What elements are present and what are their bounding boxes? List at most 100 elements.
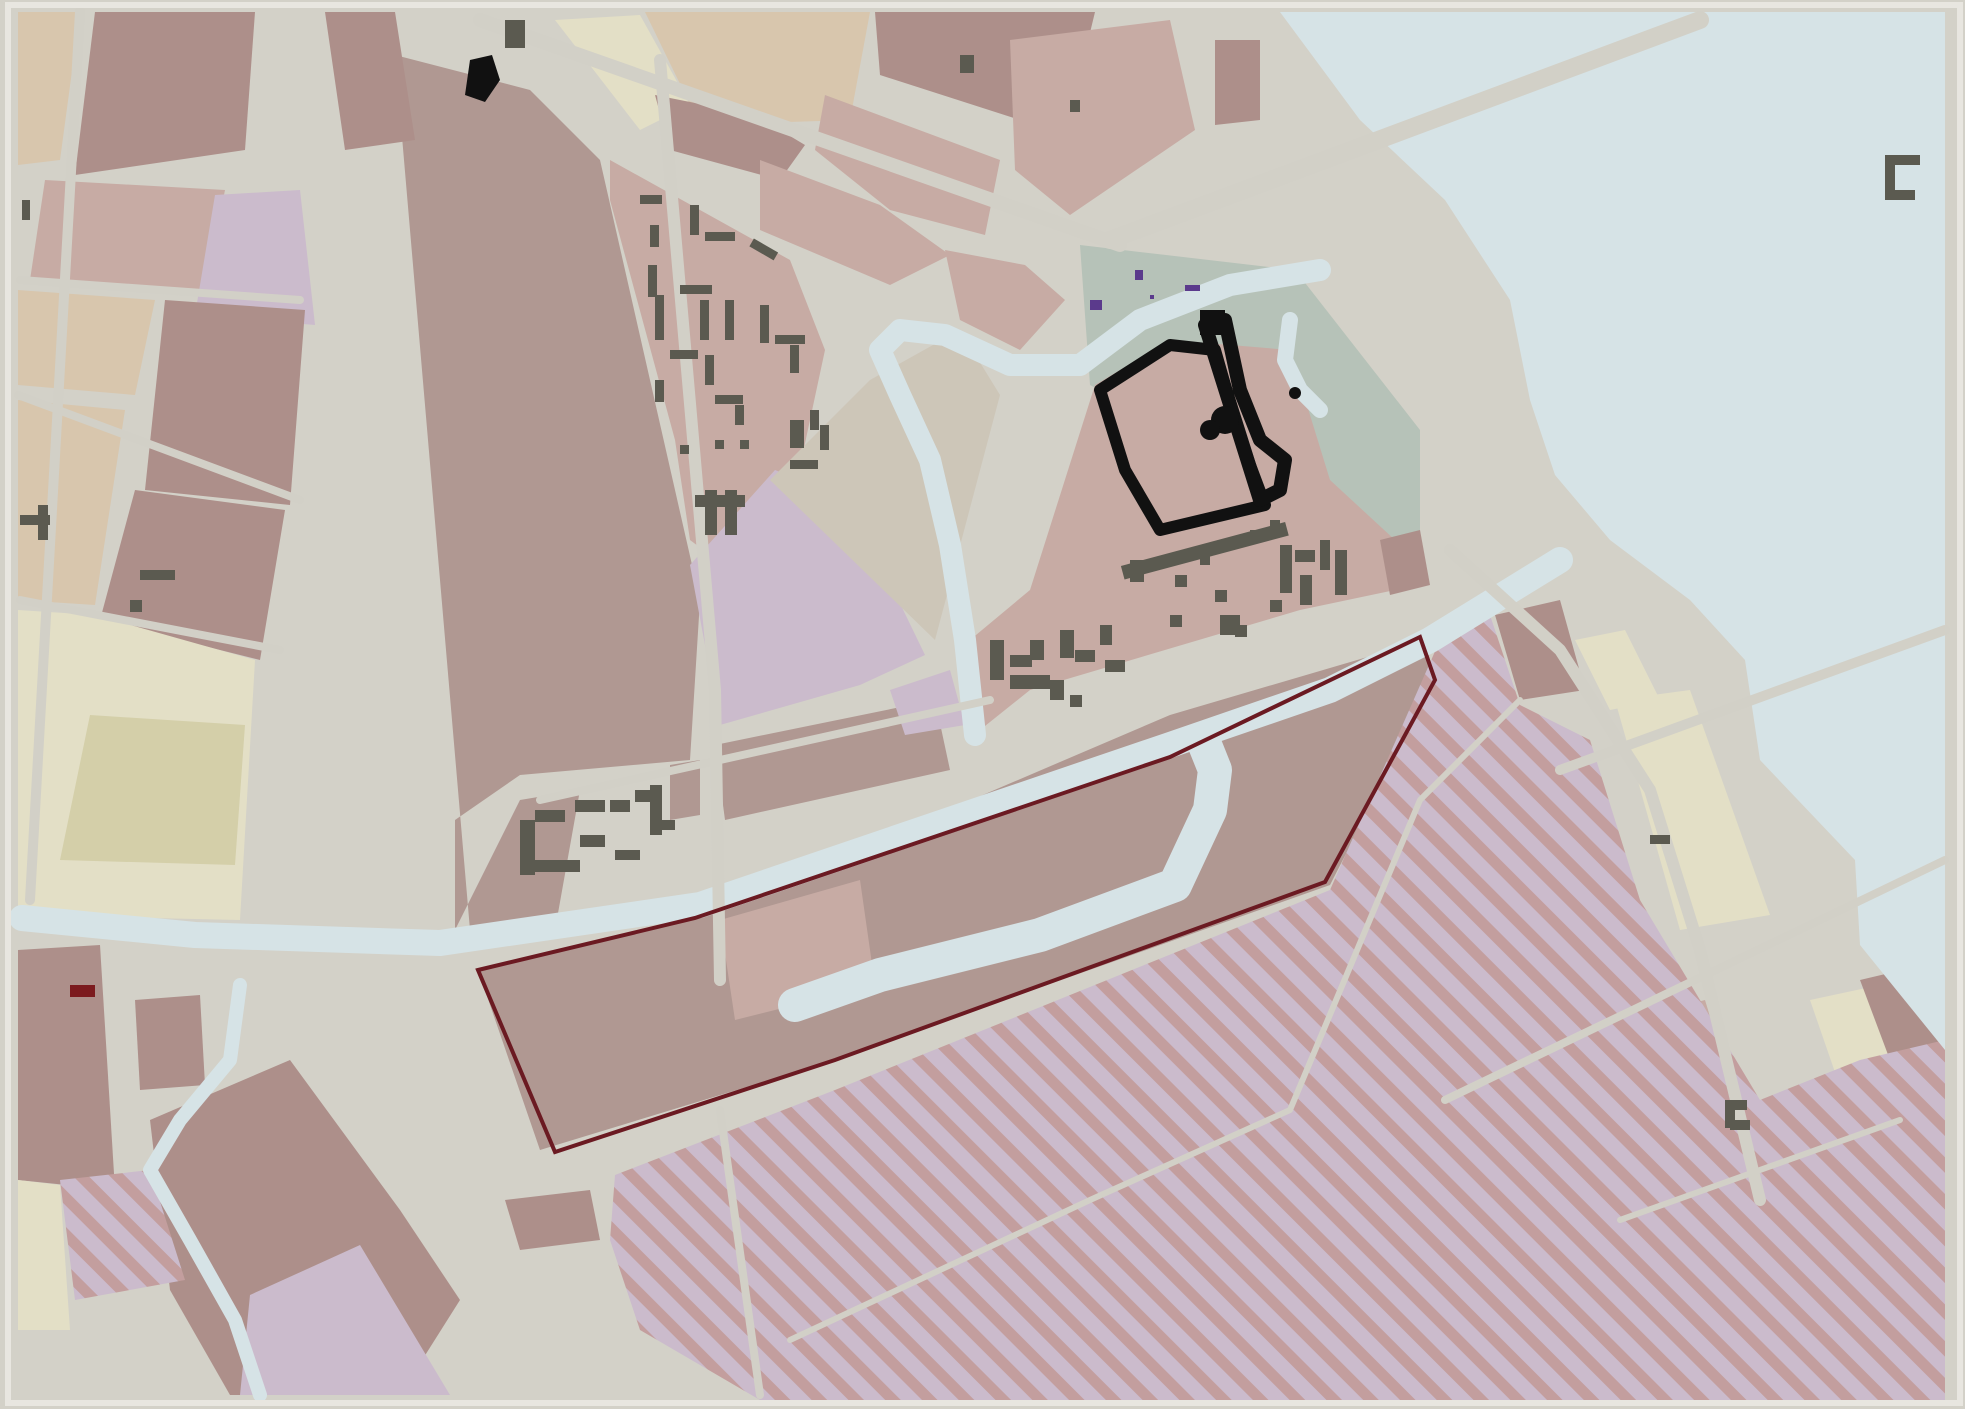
building[interactable] <box>580 835 605 847</box>
building[interactable] <box>22 200 30 220</box>
black-building-top[interactable] <box>465 55 500 102</box>
building[interactable] <box>1175 575 1187 587</box>
road-west-vertical <box>25 7 85 905</box>
building[interactable] <box>140 570 175 580</box>
building[interactable] <box>680 285 712 294</box>
building[interactable] <box>1650 835 1670 844</box>
building[interactable] <box>749 238 779 261</box>
building[interactable] <box>1075 650 1095 662</box>
building[interactable] <box>505 20 525 48</box>
building[interactable] <box>1130 560 1144 582</box>
building[interactable] <box>1010 675 1050 689</box>
building[interactable] <box>535 810 565 822</box>
building[interactable] <box>1070 100 1080 112</box>
building[interactable] <box>725 300 734 340</box>
building[interactable] <box>648 265 657 297</box>
building[interactable] <box>775 335 805 344</box>
building[interactable] <box>790 460 818 469</box>
building[interactable] <box>640 195 662 204</box>
building[interactable] <box>790 420 804 448</box>
castle-east-wing[interactable] <box>1198 313 1292 507</box>
building[interactable] <box>1200 555 1210 565</box>
building[interactable] <box>1100 625 1112 645</box>
building[interactable] <box>520 820 535 875</box>
building[interactable] <box>1885 190 1915 200</box>
building[interactable] <box>690 205 699 235</box>
building[interactable] <box>735 405 744 425</box>
building[interactable] <box>575 800 605 812</box>
building[interactable] <box>655 380 664 402</box>
zone-mauve-bottomleft2 <box>135 995 205 1090</box>
building[interactable] <box>725 490 737 535</box>
building[interactable] <box>1250 530 1262 542</box>
building[interactable] <box>1885 155 1895 195</box>
building[interactable] <box>655 820 675 830</box>
castle-block[interactable] <box>1200 310 1225 335</box>
building[interactable] <box>1120 521 1289 580</box>
building[interactable] <box>700 300 709 340</box>
site-boundary[interactable] <box>475 634 1438 1155</box>
building-red[interactable] <box>70 985 95 997</box>
building-purple[interactable] <box>1150 295 1154 299</box>
building-purple[interactable] <box>1090 300 1102 310</box>
zone-mauve-top1 <box>325 12 415 150</box>
building[interactable] <box>1105 660 1125 672</box>
building[interactable] <box>535 860 580 872</box>
building[interactable] <box>1270 600 1282 612</box>
building[interactable] <box>990 640 1004 680</box>
building[interactable] <box>610 800 630 812</box>
building[interactable] <box>790 345 799 373</box>
building[interactable] <box>715 440 724 449</box>
building[interactable] <box>1235 625 1247 637</box>
building[interactable] <box>1170 615 1182 627</box>
building-purple[interactable] <box>1185 285 1200 291</box>
building[interactable] <box>695 495 745 507</box>
building[interactable] <box>615 850 640 860</box>
building[interactable] <box>1320 540 1330 570</box>
canal-basin[interactable] <box>778 728 1232 1022</box>
building-purple[interactable] <box>1135 270 1143 280</box>
river[interactable] <box>1280 12 1945 1050</box>
building[interactable] <box>705 355 714 385</box>
building[interactable] <box>1030 640 1044 660</box>
castle-tower[interactable] <box>1200 420 1220 440</box>
building[interactable] <box>960 55 974 73</box>
canal-south-stream[interactable] <box>143 978 267 1402</box>
building[interactable] <box>1280 545 1292 593</box>
building[interactable] <box>740 440 749 449</box>
building[interactable] <box>670 350 698 359</box>
building[interactable] <box>1060 630 1074 658</box>
building[interactable] <box>1010 655 1032 667</box>
building[interactable] <box>1295 550 1315 562</box>
canal-branch-north[interactable] <box>869 259 1331 746</box>
canal-pond[interactable] <box>1277 312 1328 418</box>
canal-main[interactable] <box>9 547 1573 956</box>
building[interactable] <box>655 295 664 340</box>
building[interactable] <box>650 225 659 247</box>
zone-mauve-band <box>715 700 950 820</box>
building[interactable] <box>1725 1100 1735 1128</box>
building[interactable] <box>810 410 819 430</box>
building[interactable] <box>1300 575 1312 605</box>
building[interactable] <box>1215 590 1227 602</box>
building[interactable] <box>38 505 48 540</box>
building[interactable] <box>715 395 743 404</box>
building[interactable] <box>1270 520 1280 530</box>
building[interactable] <box>680 445 689 454</box>
building[interactable] <box>1050 680 1064 700</box>
pond-island[interactable] <box>1289 387 1301 399</box>
building[interactable] <box>760 305 769 343</box>
building[interactable] <box>1070 695 1082 707</box>
building[interactable] <box>130 600 142 612</box>
building[interactable] <box>1335 550 1347 595</box>
building[interactable] <box>1895 155 1920 165</box>
building[interactable] <box>20 515 50 525</box>
zone-hatched-south[interactable] <box>610 600 1945 1400</box>
building[interactable] <box>820 425 829 450</box>
building[interactable] <box>705 232 735 241</box>
building[interactable] <box>1730 1120 1750 1130</box>
building[interactable] <box>1725 1100 1747 1110</box>
castle-complex[interactable] <box>1094 313 1292 536</box>
building[interactable] <box>705 490 717 535</box>
